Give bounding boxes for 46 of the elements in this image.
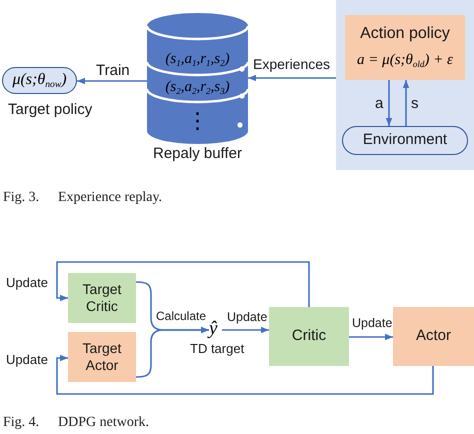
figure-caption: Fig. 3. [3,190,40,207]
arrow [349,334,393,340]
process-box [68,332,136,382]
tuple-text: (s$_{2}$,a$_{2}$,r$_{2}$,s$_{3}$) [165,79,230,95]
process-box [68,273,136,323]
formula-text: μ(s;θ$_{now}$) [12,70,67,92]
arrow [402,80,410,126]
feedback-arrow [56,261,310,307]
feedback-arrow [56,354,434,395]
node-caption: Target policy [8,101,92,118]
edge-label: Experiences [253,56,330,72]
tuple-text: (s$_{1}$,a$_{1}$,r$_{1}$,s$_{2}$) [165,51,230,67]
figure-caption: Experience replay. [58,190,162,207]
node-text: Target Critic [82,280,122,316]
process-box [393,307,474,366]
formula-text: a = μ(s;θ$_{old}$) + ε [357,51,453,71]
rounded-pill [2,67,77,94]
process-box [345,15,465,80]
node-text: Target Actor [82,340,122,374]
arrow [77,78,147,84]
edge-label: Update [6,353,48,368]
edge-label: s [411,95,418,112]
math-symbol: ŷ [209,318,218,341]
arrow [386,80,392,126]
heading-text: Action policy [360,24,450,44]
node-text: Actor [416,327,451,346]
brace-arrow [136,326,209,378]
arrow [248,74,336,82]
edge-label: a [375,95,384,112]
edge-label: Train [96,62,130,80]
process-box [269,307,349,366]
arrow [222,326,269,334]
edge-label: Update [227,310,268,324]
figure-caption: Fig. 4. [3,415,40,432]
edge-label: Update [6,276,48,291]
node-caption: Repaly buffer [153,145,242,162]
edge-label: Update [352,316,392,330]
rounded-pill [342,126,468,155]
node-text: Environment [362,131,448,150]
database-cylinder [147,13,248,144]
edge-label: Calculate [156,310,206,324]
figure-caption: DDPG network. [58,415,149,432]
node-caption: TD target [190,342,244,357]
ellipsis-text: ⋮ [186,109,208,134]
background-panel [336,0,474,170]
node-text: Critic [292,327,326,346]
